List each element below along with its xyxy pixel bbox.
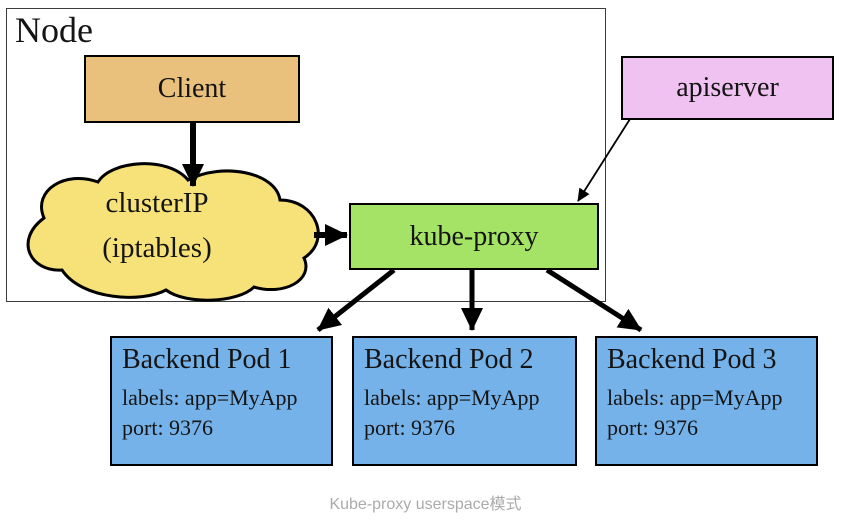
backend-pod-2-box: Backend Pod 2 labels: app=MyApp port: 93… [352, 336, 577, 466]
backend-pod-3-port: port: 9376 [607, 415, 699, 440]
apiserver-box: apiserver [621, 56, 834, 120]
kube-proxy-box: kube-proxy [349, 203, 599, 270]
client-box: Client [84, 55, 300, 123]
backend-pod-3-title: Backend Pod 3 [607, 344, 777, 375]
client-label: Client [157, 73, 227, 104]
backend-pod-2-labels: labels: app=MyApp [364, 385, 540, 410]
diagram-caption: Kube-proxy userspace模式 [329, 496, 522, 513]
clusterip-label: clusterIP (iptables) [38, 181, 276, 271]
kube-proxy-label: kube-proxy [409, 220, 539, 252]
backend-pod-3-labels: labels: app=MyApp [607, 385, 783, 410]
backend-pod-1-labels: labels: app=MyApp [122, 385, 298, 410]
clusterip-label-line2: (iptables) [102, 232, 212, 264]
node-label: Node [15, 10, 93, 50]
backend-pod-2-port: port: 9376 [364, 415, 456, 440]
clusterip-label-line1: clusterIP [105, 187, 209, 219]
backend-pod-2-title: Backend Pod 2 [364, 344, 534, 375]
backend-pod-1-box: Backend Pod 1 labels: app=MyApp port: 93… [110, 336, 333, 466]
backend-pod-1-port: port: 9376 [122, 415, 214, 440]
apiserver-label: apiserver [676, 72, 779, 103]
backend-pod-3-box: Backend Pod 3 labels: app=MyApp port: 93… [595, 336, 818, 466]
backend-pod-1-title: Backend Pod 1 [122, 344, 292, 375]
